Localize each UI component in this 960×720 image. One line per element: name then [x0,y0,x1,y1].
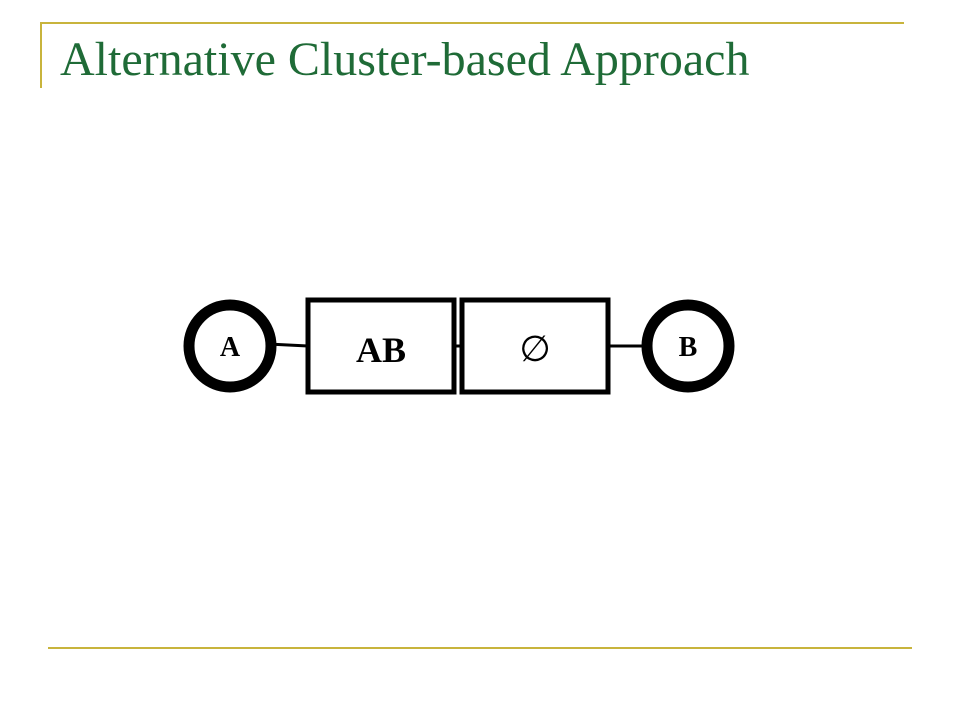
node-a-label: A [220,332,241,363]
node-b-label: B [679,332,698,363]
cluster-ab-box [305,297,457,395]
slide-title: Alternative Cluster-based Approach [60,33,750,86]
frame-left-rule [40,22,42,88]
cluster-ab: AB [305,297,457,395]
node-b-circle [641,299,735,393]
cluster-empty: ∅ [459,297,611,395]
node-a: A [183,299,277,393]
frame-bottom-rule [48,647,912,649]
cluster-ab-label: AB [356,330,406,370]
node-a-circle [183,299,277,393]
node-b: B [641,299,735,393]
cluster-empty-box [459,297,611,395]
frame-top-rule [40,22,904,24]
cluster-empty-label: ∅ [519,329,550,370]
